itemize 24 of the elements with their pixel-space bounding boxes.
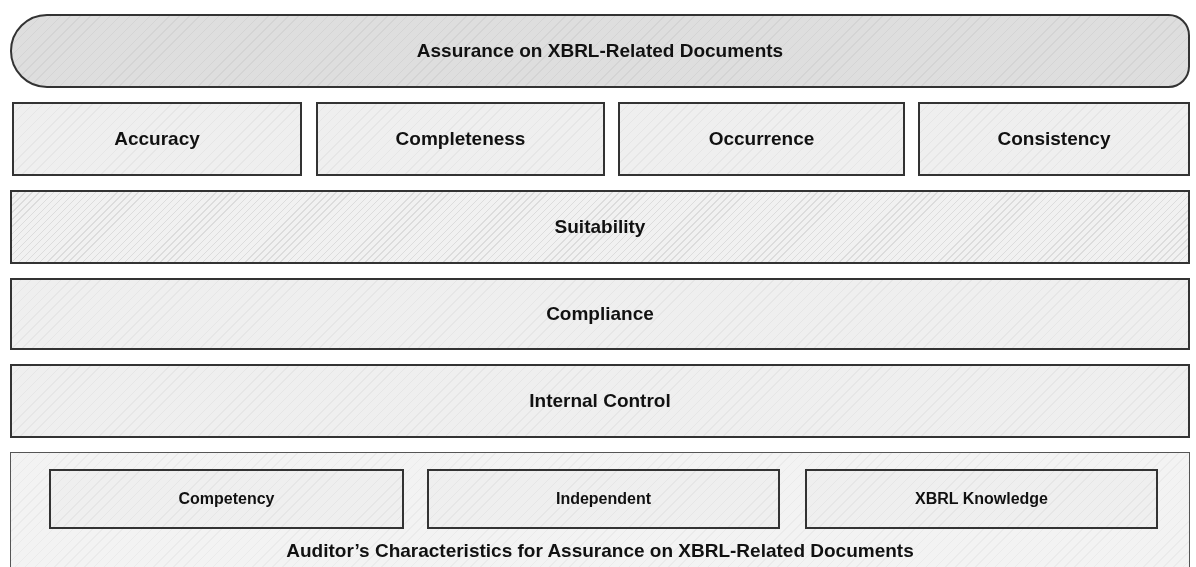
category-box <box>49 469 404 529</box>
box-label: Compliance <box>546 303 654 325</box>
category-box <box>805 469 1158 529</box>
box-label: Suitability <box>554 216 646 238</box>
category-box <box>427 469 780 529</box>
box-label: Competency <box>178 490 275 508</box>
group-panel <box>10 452 1190 567</box>
box-label: XBRL Knowledge <box>914 490 1048 508</box>
box-label: Internal Control <box>529 390 671 412</box>
box-label: Occurrence <box>708 128 815 150</box>
box-label: Assurance on XBRL-Related Documents <box>416 40 784 62</box>
category-box <box>10 190 1190 264</box>
title-banner <box>10 14 1190 88</box>
box-label: Independent <box>555 490 652 508</box>
category-box <box>10 278 1190 350</box>
box-label: Consistency <box>997 128 1111 150</box>
box-label: Completeness <box>395 128 526 150</box>
category-box <box>618 102 905 176</box>
category-box <box>12 102 302 176</box>
category-box <box>918 102 1190 176</box>
category-box <box>316 102 605 176</box>
box-label: Accuracy <box>114 128 200 150</box>
panel-heading: Auditor’s Characteristics for Assurance on XBRL-Related Documents <box>286 540 914 562</box>
category-box <box>10 364 1190 438</box>
